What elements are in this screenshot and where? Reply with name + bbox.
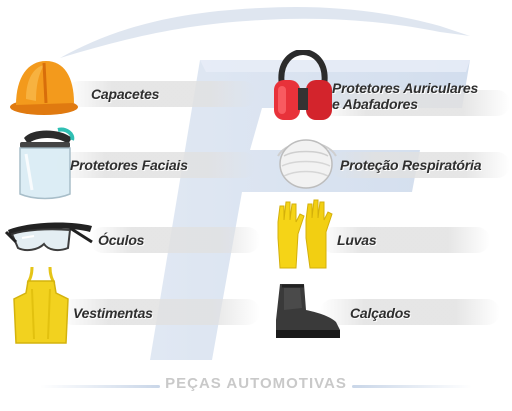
band-row-3-left [90,227,260,253]
band-row-2-right [330,152,510,178]
category-label-calcados: Calçados [350,305,411,321]
category-label-luvas: Luvas [337,232,377,248]
band-row-3-right [320,227,490,253]
category-label-protetores-auriculares-line1: Protetores Auriculares [332,80,479,96]
footer-divider-right [352,385,472,388]
category-label-vestimentas: Vestimentas [73,305,153,321]
category-label-capacetes: Capacetes [91,86,160,102]
gloves-icon [277,199,333,269]
band-row-1-right [320,90,510,116]
safety-glasses-icon [4,222,93,252]
category-label-protetores-auriculares-line2: e Abafadores [332,96,418,112]
footer-tagline: PEÇAS AUTOMOTIVAS [165,375,347,392]
band-row-1-left [66,81,256,107]
hard-hat-icon [10,61,78,115]
category-label-oculos: Óculos [98,232,145,248]
category-label-protecao-respiratoria: Proteção Respiratória [340,157,482,173]
footer-divider-left [40,385,160,388]
apron-icon [13,266,69,344]
face-shield-icon [19,127,75,200]
band-row-2-left [56,152,256,178]
respirator-mask-icon [277,139,337,189]
band-row-4-left [60,299,260,325]
category-label-protetores-faciais: Protetores Faciais [70,157,188,173]
band-row-4-right [320,299,500,325]
safety-boot-icon [276,284,340,338]
ear-muffs-icon [274,50,332,120]
